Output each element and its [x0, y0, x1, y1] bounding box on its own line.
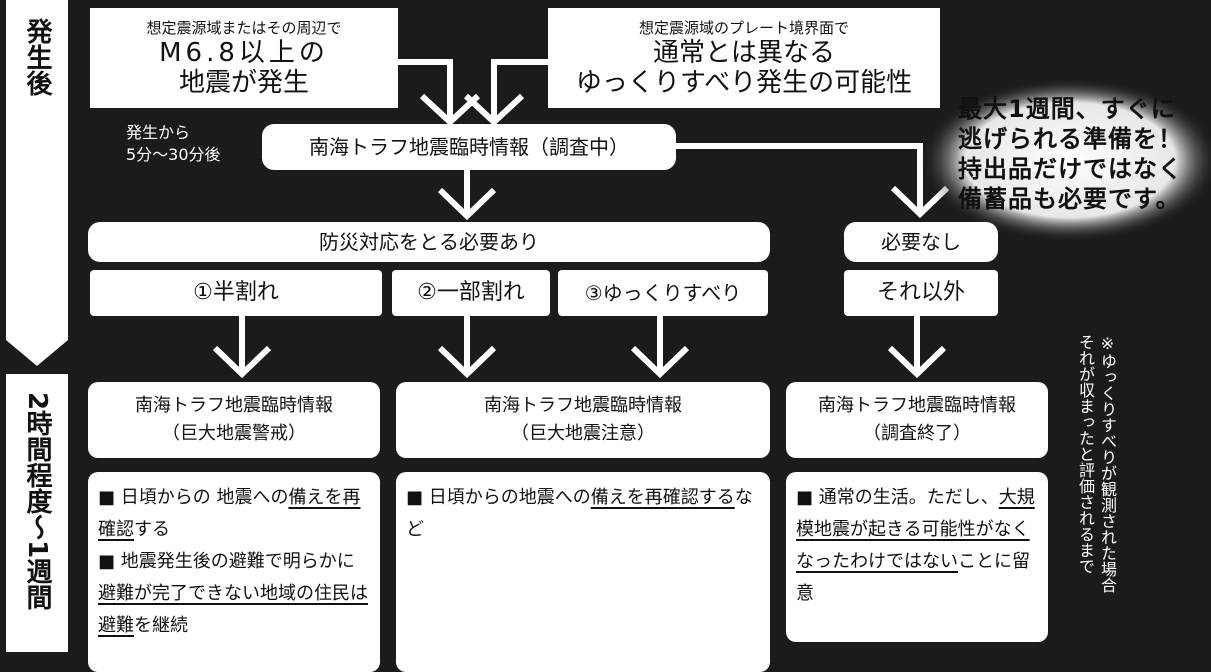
side-label-after: 発生後	[6, 18, 68, 128]
action-warning-item1-underline: 備えを再確認	[98, 487, 361, 540]
info-ended-line2: （調査終了）	[863, 423, 971, 444]
trigger-left-line1: 想定震源域またはその周辺で	[146, 19, 342, 37]
info-warning-line2: （巨大地震警戒）	[162, 423, 306, 444]
info-box-caution: 南海トラフ地震臨時情報 （巨大地震注意）	[396, 382, 770, 458]
callout-line4: 備蓄品も必要です。	[958, 185, 1181, 213]
trigger-right-line1: 想定震源域のプレート境界面で	[638, 19, 849, 37]
action-ended-item1-post: ことに留意	[796, 551, 1030, 604]
info-ended-line1: 南海トラフ地震臨時情報	[818, 395, 1016, 416]
action-ended-item1: ■ 通常の生活。ただし、大規模地震が起きる可能性がなくなったわけではないことに留…	[796, 487, 1035, 604]
case-slow-slip: ③ゆっくりすべり	[558, 270, 768, 316]
action-warning-item2-pre: 地震発生後の避難で明らかに	[120, 551, 355, 572]
trigger-right-line3: ゆっくりすべり発生の可能性	[575, 68, 913, 98]
callout-line3: 持出品だけではなく	[958, 155, 1183, 183]
footnote-line1: ※ゆっくりすべりが観測された場合	[1098, 334, 1117, 593]
action-caution-item1: ■ 日頃からの地震への備えを再確認するなど	[406, 487, 753, 540]
action-caution-item1-pre: 日頃からの地震への	[428, 487, 591, 508]
case-slow-slip-label: ③ゆっくりすべり	[584, 281, 742, 305]
investigating-info-text: 南海トラフ地震臨時情報（調査中）	[309, 135, 629, 159]
timing-label: 発生から 5分〜30分後	[126, 122, 266, 166]
action-box-warning: ■ 日頃からの 地震への備えを再確認する ■ 地震発生後の避難で明らかに避難が完…	[88, 472, 380, 672]
case-partial-rupture-label: ②一部割れ	[417, 280, 525, 305]
side-bar-period	[6, 374, 68, 652]
info-box-warning: 南海トラフ地震臨時情報 （巨大地震警戒）	[88, 382, 380, 458]
case-other-label: それ以外	[876, 280, 965, 305]
action-warning-item2: ■ 地震発生後の避難で明らかに避難が完了できない地域の住民は避難を継続	[98, 551, 368, 636]
action-warning-item2-underline: 避難が完了できない地域の住民は避難	[98, 583, 368, 636]
callout-line1: 最大1週間、すぐに	[958, 95, 1176, 123]
trigger-left-line3: 地震が発生	[178, 68, 309, 98]
callout-text: 最大1週間、すぐに 逃げられる準備を！ 持出品だけではなく 備蓄品も必要です。	[958, 94, 1208, 214]
side-label-after-text: 発生後	[22, 18, 52, 96]
case-partial-rupture: ②一部割れ	[392, 270, 550, 316]
action-box-caution: ■ 日頃からの地震への備えを再確認するなど	[396, 472, 770, 672]
action-warning-item2-post: を継続	[134, 615, 188, 636]
case-half-rupture: ①半割れ	[90, 270, 382, 316]
action-warning-item1-post: する	[134, 519, 170, 540]
response-needed-bar: 防災対応をとる必要あり	[88, 222, 770, 262]
action-ended-item1-underline: 大規模地震が起きる可能性がなくなったわけではない	[796, 487, 1035, 572]
trigger-box-left: 想定震源域またはその周辺で M6.8以上の 地震が発生	[90, 8, 398, 108]
trigger-left-line2: M6.8以上の	[159, 38, 329, 68]
side-label-period: 2時間程度〜1週間	[6, 392, 68, 652]
case-other: それ以外	[844, 270, 998, 316]
response-not-needed-text: 必要なし	[881, 230, 961, 254]
timing-line2: 5分〜30分後	[126, 145, 221, 164]
action-ended-item1-pre: 通常の生活。ただし、	[818, 487, 999, 508]
info-box-ended: 南海トラフ地震臨時情報 （調査終了）	[786, 382, 1048, 458]
slow-slip-footnote: ※ゆっくりすべりが観測された場合 それが収まったと評価されるまで	[1058, 334, 1118, 652]
info-caution-line2: （巨大地震注意）	[511, 423, 655, 444]
investigating-info-box: 南海トラフ地震臨時情報（調査中）	[262, 124, 676, 170]
info-caution-line1: 南海トラフ地震臨時情報	[484, 395, 682, 416]
footnote-line2: それが収まったと評価されるまで	[1076, 334, 1095, 574]
timing-line1: 発生から	[126, 123, 191, 142]
response-not-needed-bar: 必要なし	[844, 222, 998, 262]
case-half-rupture-label: ①半割れ	[193, 280, 279, 305]
side-bar-after	[6, 0, 68, 340]
callout-line2: 逃げられる準備を！	[958, 125, 1183, 153]
trigger-right-line2: 通常とは異なる	[652, 38, 835, 68]
info-warning-line1: 南海トラフ地震臨時情報	[135, 395, 333, 416]
response-needed-text: 防災対応をとる必要あり	[319, 230, 539, 254]
trigger-box-right: 想定震源域のプレート境界面で 通常とは異なる ゆっくりすべり発生の可能性	[548, 8, 940, 108]
action-warning-item1-pre: 日頃からの 地震への	[120, 487, 289, 508]
action-warning-item1: ■ 日頃からの 地震への備えを再確認する	[98, 487, 361, 540]
side-label-period-text: 2時間程度〜1週間	[22, 392, 52, 611]
action-caution-item1-post: など	[406, 487, 753, 540]
action-box-ended: ■ 通常の生活。ただし、大規模地震が起きる可能性がなくなったわけではないことに留…	[786, 472, 1048, 642]
action-caution-item1-underline: 備えを再確認する	[590, 487, 735, 508]
